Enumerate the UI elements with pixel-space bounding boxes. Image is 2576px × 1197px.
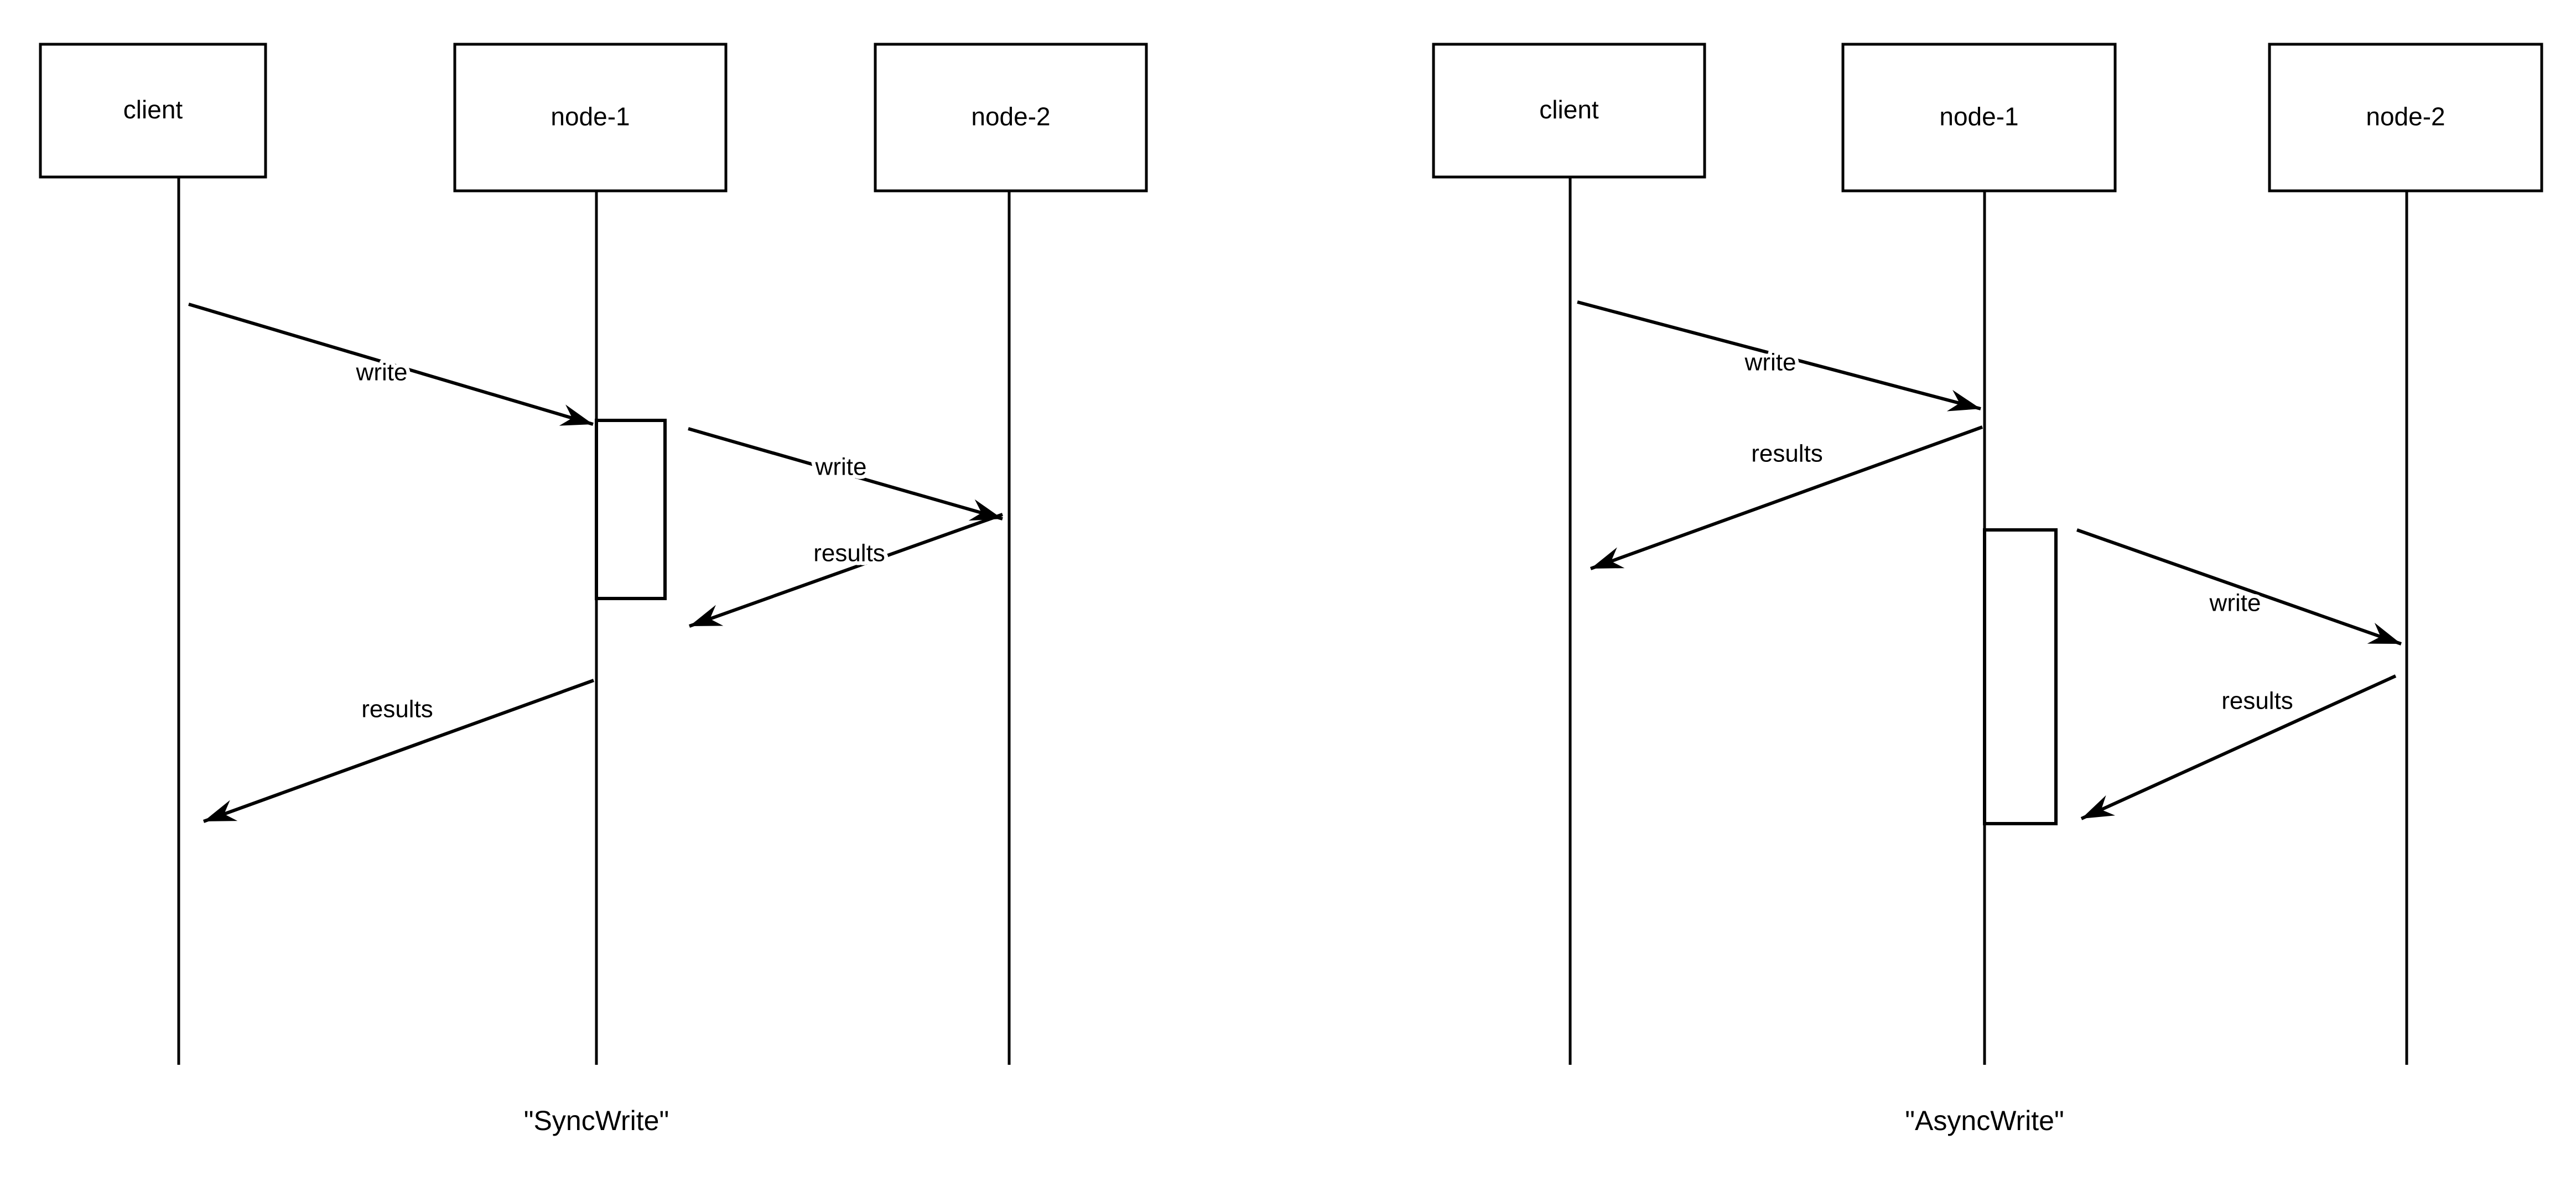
- message-arrowhead: [2081, 795, 2116, 819]
- message-line: [688, 513, 1004, 628]
- participant-label-client: client: [123, 95, 183, 124]
- message-arrowhead: [689, 605, 724, 626]
- participant-box-client[interactable]: [39, 43, 267, 179]
- message-label: results: [1751, 440, 1823, 467]
- participant-label-node-2: node-2: [971, 102, 1050, 131]
- participant-client[interactable]: client: [1432, 43, 1706, 1065]
- message-label-halo: write: [815, 454, 867, 481]
- participant-box-client[interactable]: [1432, 43, 1706, 179]
- participant-label-node-1: node-1: [550, 102, 630, 131]
- message-arrowhead: [968, 499, 1003, 521]
- participant-label-client: client: [1539, 95, 1599, 124]
- message-line: [188, 303, 594, 426]
- activation-bar-node-1: [1983, 528, 2058, 825]
- message-arrowhead: [559, 404, 593, 426]
- diagram-caption-async-write: "AsyncWrite": [1905, 1105, 2064, 1136]
- participant-node-1[interactable]: node-1: [1841, 43, 2117, 1065]
- message-label: write: [815, 454, 867, 481]
- message-label: write: [1744, 349, 1796, 376]
- message-label-halo: results: [1751, 440, 1823, 467]
- message-label: results: [2221, 688, 2293, 715]
- message-label: write: [356, 359, 408, 386]
- message-label-halo: results: [361, 696, 433, 723]
- message-line: [688, 427, 1003, 521]
- message-label: results: [813, 540, 885, 567]
- participant-box-node-2[interactable]: [874, 43, 1148, 192]
- message-line: [2076, 528, 2402, 646]
- message-line: [1577, 300, 1981, 410]
- message-label-halo: write: [356, 359, 408, 386]
- participant-client[interactable]: client: [39, 43, 267, 1065]
- message-label: write: [2209, 590, 2261, 617]
- participant-box-node-2[interactable]: [2268, 43, 2543, 192]
- message-arrowhead: [1946, 389, 1981, 412]
- message-line: [202, 679, 595, 823]
- activation-bar-node-1: [595, 419, 667, 600]
- message-arrowhead: [1591, 547, 1625, 569]
- participant-node-2[interactable]: node-2: [874, 43, 1148, 1065]
- participant-label-node-1: node-1: [1939, 102, 2018, 131]
- message-line: [1590, 425, 1983, 570]
- message-arrowhead: [204, 800, 238, 821]
- message-label-halo: write: [2209, 590, 2261, 617]
- participant-label-node-2: node-2: [2366, 102, 2445, 131]
- message-label: results: [361, 696, 433, 723]
- message-label-halo: results: [813, 540, 885, 567]
- message-line: [2080, 674, 2397, 820]
- message-arrowhead: [2367, 622, 2401, 644]
- message-label-halo: results: [2221, 688, 2293, 715]
- participant-node-1[interactable]: node-1: [453, 43, 728, 1065]
- participant-box-node-1[interactable]: [1841, 43, 2117, 192]
- participant-node-2[interactable]: node-2: [2268, 43, 2543, 1065]
- diagram-caption-sync-write: "SyncWrite": [524, 1105, 669, 1136]
- participant-box-node-1[interactable]: [453, 43, 728, 192]
- message-label-halo: write: [1744, 349, 1796, 376]
